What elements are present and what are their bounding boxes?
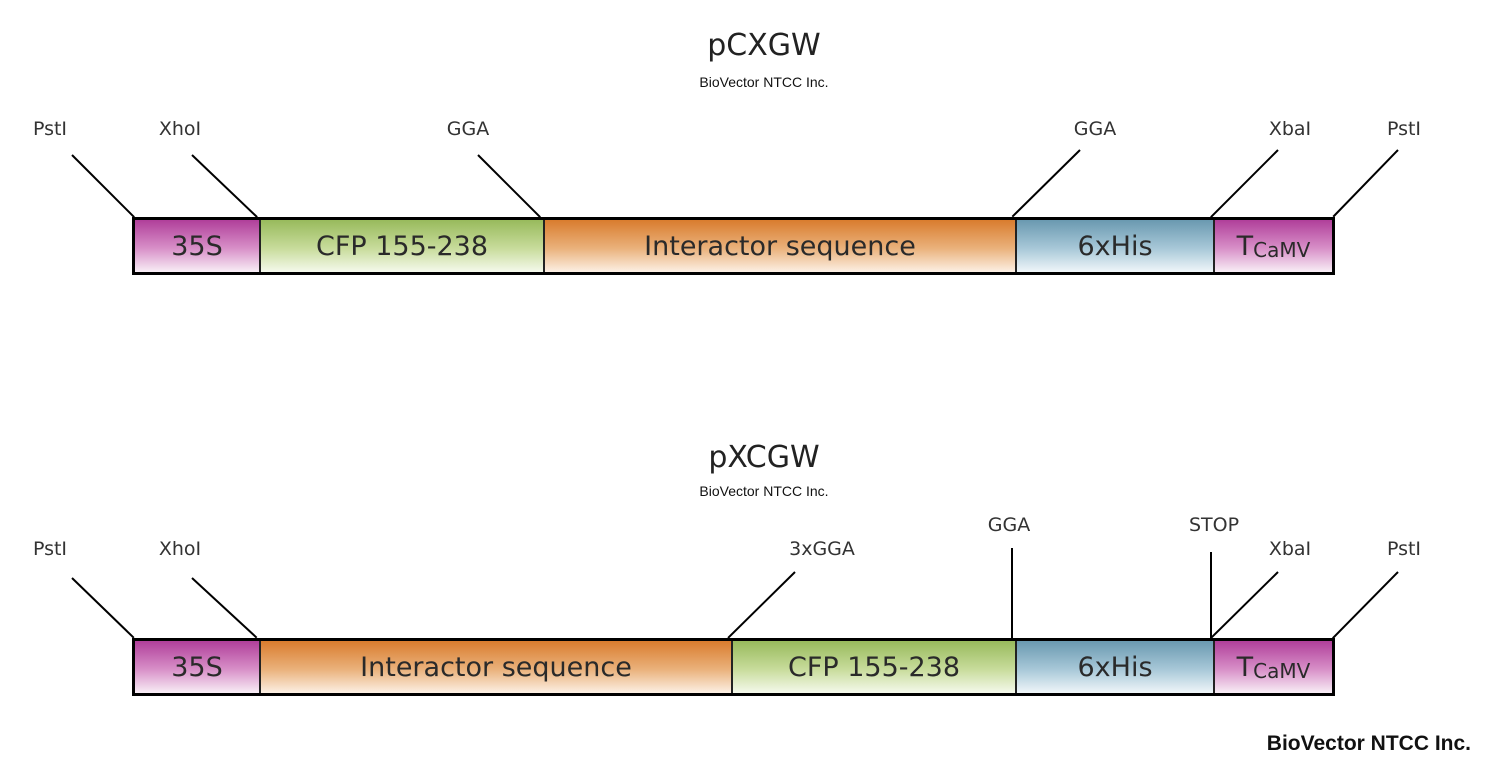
construct-1-subtitle: BioVector NTCC Inc. [699, 74, 829, 90]
site-label-xhoi: XhoI [158, 538, 202, 560]
terminator-sub: CaMV [1253, 659, 1311, 683]
site-line-gga-right [1011, 149, 1081, 218]
promoter-35s: 35S [135, 220, 259, 272]
construct-1-title: pCXGW [707, 28, 821, 63]
site-line-stop [1210, 552, 1212, 638]
site-line-xbai [1210, 149, 1279, 218]
site-line-xhoi [191, 577, 258, 639]
site-label-gga-right: GGA [1073, 118, 1117, 140]
site-line-psti-left [71, 577, 135, 639]
site-label-3xgga: 3xGGA [789, 538, 855, 560]
site-line-psti-right [1332, 571, 1399, 639]
site-label-gga: GGA [987, 514, 1031, 536]
site-label-psti-right: PstI [1386, 118, 1422, 140]
interactor-segment: Interactor sequence [543, 220, 1015, 272]
site-label-psti-left: PstI [32, 118, 68, 140]
site-line-xhoi [191, 154, 258, 218]
site-line-gga [1011, 548, 1013, 638]
site-label-xbai: XbaI [1268, 118, 1312, 140]
site-label-stop: STOP [1188, 514, 1240, 536]
his-tag-segment: 6xHis [1015, 220, 1213, 272]
cfp-segment: CFP 155-238 [259, 220, 543, 272]
his-tag-segment: 6xHis [1015, 641, 1213, 693]
site-line-3xgga [727, 571, 796, 639]
construct-1-bar: 35S CFP 155-238 Interactor sequence 6xHi… [132, 217, 1335, 275]
site-label-xhoi: XhoI [158, 118, 202, 140]
construct-2-subtitle: BioVector NTCC Inc. [699, 483, 829, 499]
footer-brand: BioVector NTCC Inc. [1266, 732, 1471, 755]
terminator-main: T [1236, 230, 1254, 262]
site-line-gga-left [477, 154, 541, 218]
site-label-psti-left: PstI [32, 538, 68, 560]
interactor-segment: Interactor sequence [259, 641, 731, 693]
terminator-sub: CaMV [1253, 238, 1311, 262]
site-label-psti-right: PstI [1386, 538, 1422, 560]
construct-2-title: pXCGW [708, 440, 820, 475]
site-label-xbai: XbaI [1268, 538, 1312, 560]
cfp-segment: CFP 155-238 [731, 641, 1015, 693]
site-line-xbai [1210, 571, 1279, 639]
site-line-psti-right [1332, 149, 1399, 218]
terminator-main: T [1236, 651, 1254, 683]
construct-2-bar: 35S Interactor sequence CFP 155-238 6xHi… [132, 638, 1335, 696]
site-line-psti-left [71, 154, 135, 218]
site-label-gga-left: GGA [446, 118, 490, 140]
promoter-35s: 35S [135, 641, 259, 693]
